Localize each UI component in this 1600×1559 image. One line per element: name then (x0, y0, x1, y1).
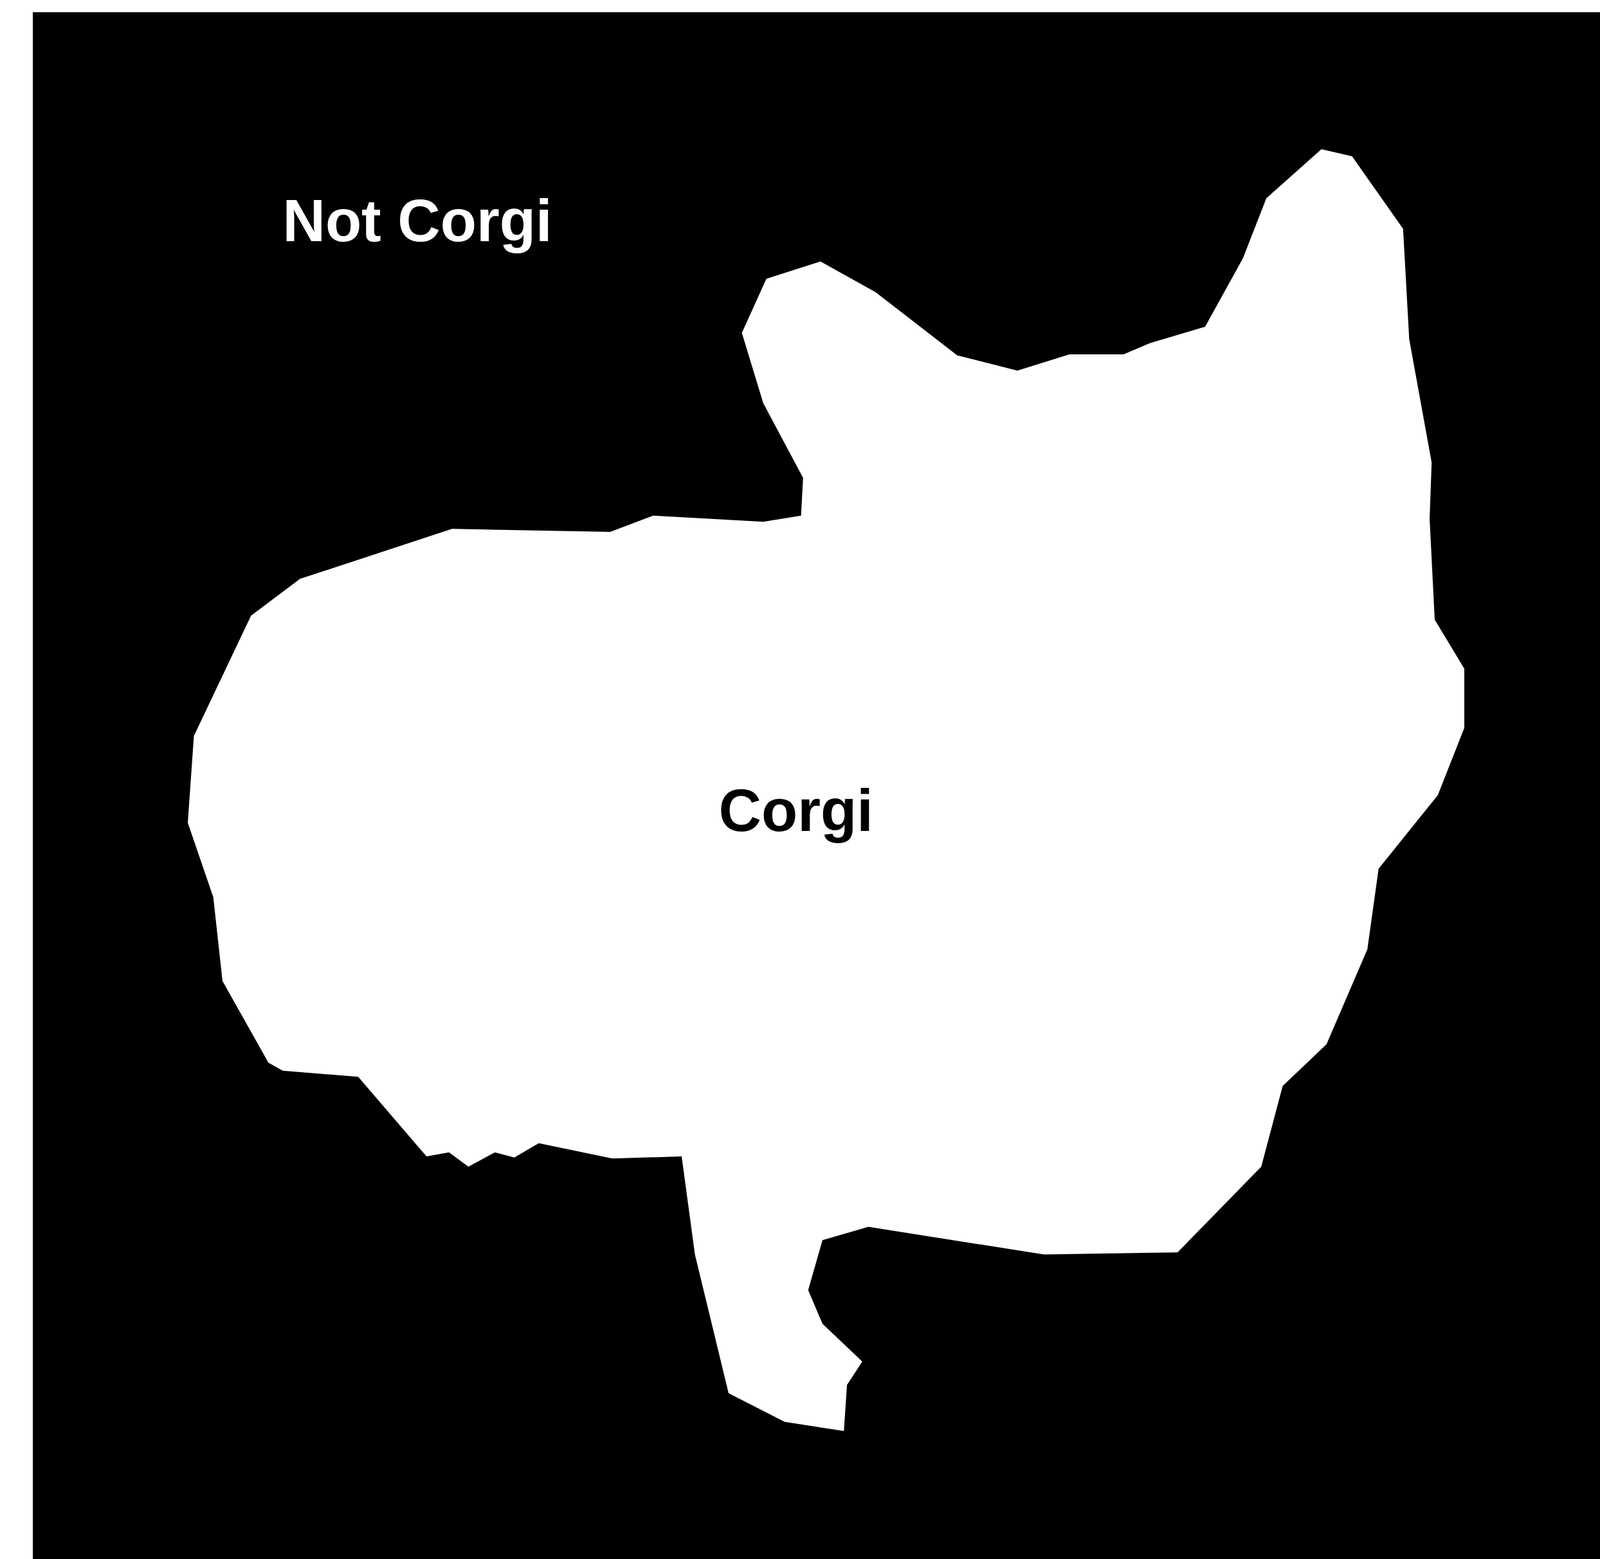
region-label: Corgi (718, 778, 874, 844)
text-holder: Corgi (718, 778, 874, 844)
region-label: Not Corgi (282, 189, 552, 255)
background-region: Not CorgiCorgi (32, 12, 1600, 1559)
corgi-silhouette: Corgi (187, 149, 1465, 1431)
corgi-fill (187, 149, 1465, 1431)
text-holder: Not Corgi (282, 189, 552, 255)
